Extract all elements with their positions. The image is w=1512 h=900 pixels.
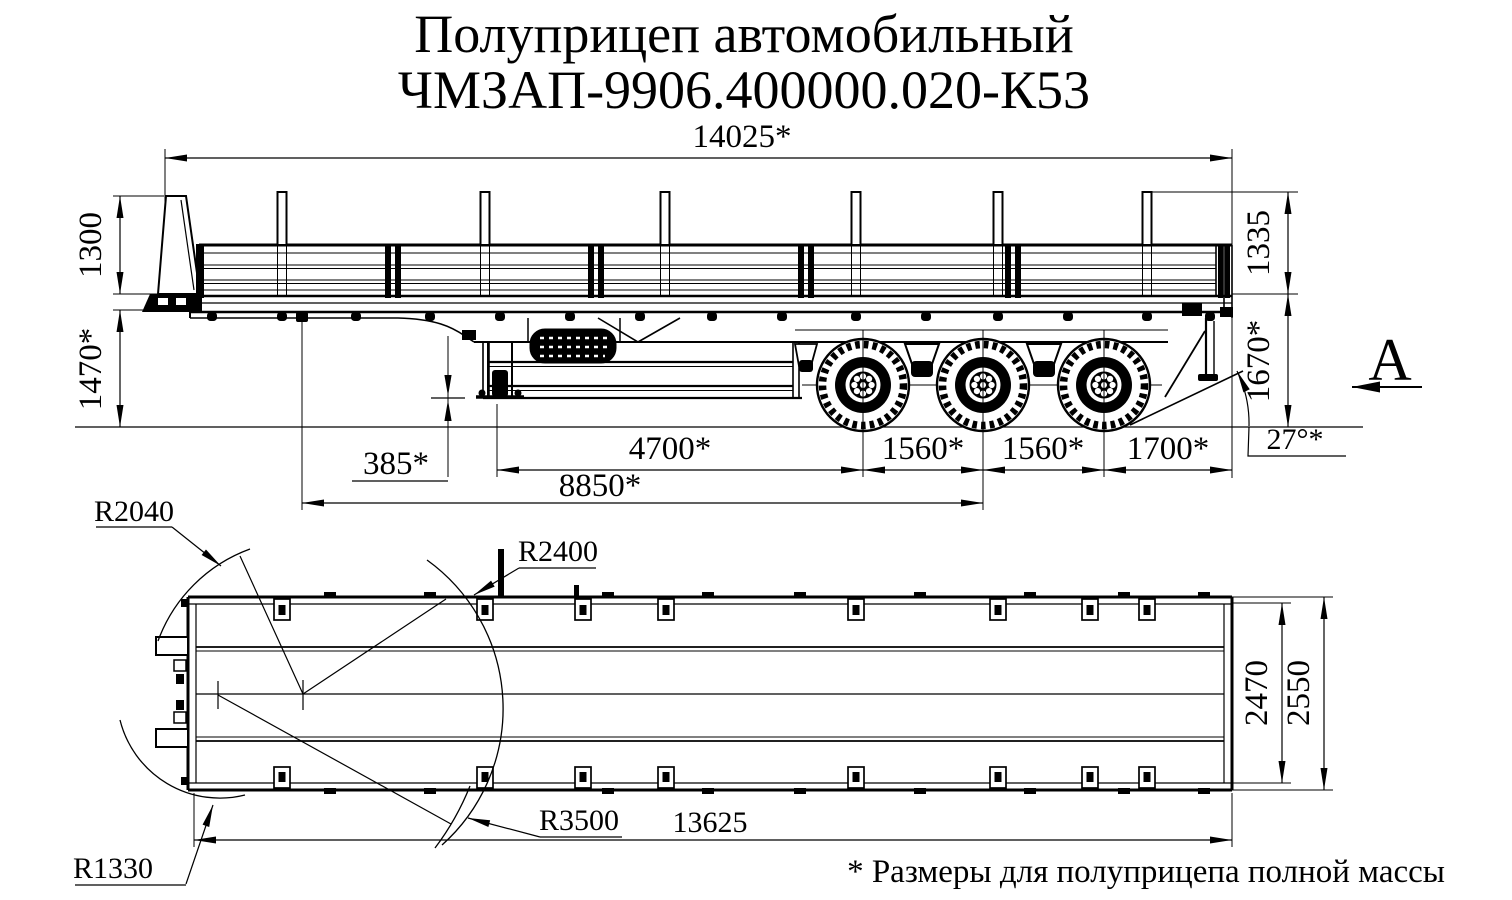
arc-r2400 [426,559,504,846]
side-view: А 14025* 1300 1470* 1335 1670* 385* 4700… [73,119,1422,510]
extension-lines [113,149,1298,510]
suspension-hanger-1 [904,343,940,378]
dim-front-swing-radius: R2400 [518,535,598,568]
spare-wheel [529,328,617,364]
dim-rear-platform-height: 1670* [1241,320,1277,403]
departure-angle-line [1129,370,1244,426]
front-details [155,599,189,785]
dim-front-platform-height: 1470* [73,328,109,411]
top-view: R2040 R2400 R1330 R3500 13625 2470 2550 [73,495,1333,886]
arc-r3500 [434,785,471,849]
dim-rear-swing-radius: R3500 [539,804,619,837]
dimension-lines [116,154,1346,507]
dim-front-corner-radius: R2040 [94,495,174,528]
dim-platform-width: 2470 [1239,660,1275,726]
dim-overall-length: 14025* [693,119,792,155]
view-label: А [1368,327,1411,393]
dim-rear-corner-radius: R1330 [73,852,153,885]
dim-kingpin-offset: 385* [363,446,429,482]
dim-kingpin-to-first-axle: 4700* [629,431,712,467]
underframe [462,317,1168,400]
board-latches [196,244,1230,298]
platform-outline [186,595,1234,792]
footnote: * Размеры для полуприцепа полной массы [847,854,1445,890]
stakes [276,191,1153,296]
front-wall [142,195,202,312]
wheel-bogie [793,339,1150,431]
kingpin [476,342,524,399]
dim-axle-spacing-2: 1560* [1002,431,1085,467]
suspension-hanger-2 [1026,343,1062,378]
side-boards [190,243,1233,318]
dim-front-to-bogie-center: 8850* [559,468,642,504]
arc-r1330 [119,719,246,799]
stake-pockets [273,549,1210,794]
dim-rear-overhang: 1700* [1127,431,1210,467]
rear-end [1129,303,1244,426]
dim-front-board-height: 1300 [73,212,109,278]
dim-ramp-angle: 27°* [1267,423,1324,456]
dim-platform-length: 13625 [673,806,748,839]
top-extension-lines [193,596,1333,847]
arc-r2040 [157,548,251,642]
tie-down-lugs [324,592,1210,794]
drawing-title-line1: Полуприцеп автомобильный [414,4,1073,64]
dim-axle-spacing-1: 1560* [882,431,965,467]
dim-rear-board-height: 1335 [1241,210,1277,276]
top-dimension-lines [194,597,1328,844]
rope-hooks [207,312,1215,321]
swing-radii [75,526,622,886]
dim-overall-width: 2550 [1281,660,1317,726]
platform-deck [189,296,1232,343]
drawing-title-line2: ЧМЗАП-9906.400000.020-К53 [398,60,1090,120]
